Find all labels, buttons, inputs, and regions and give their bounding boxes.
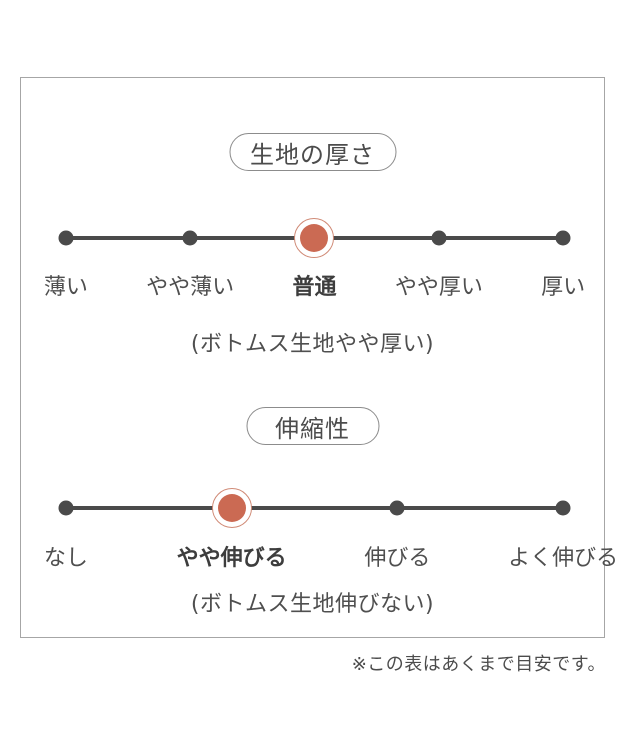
- scale-dot: [555, 500, 571, 516]
- scale-option-label: やや薄い: [146, 275, 235, 300]
- scale-dot: [58, 230, 74, 246]
- guide-box: 生地の厚さ 薄い やや薄い 普通 やや厚い 厚い (ボトムス生地やや厚い) 伸縮性 なし…: [20, 77, 618, 638]
- thickness-title: 生地の厚さ: [250, 140, 375, 169]
- thickness-labels: 薄い やや薄い 普通 やや厚い 厚い: [21, 78, 604, 637]
- stretch-caption: (ボトムス生地伸びない): [190, 592, 435, 617]
- stretch-title: 伸縮性: [275, 414, 350, 443]
- scale-dot: [431, 230, 447, 246]
- thickness-title-pill: 生地の厚さ: [229, 133, 396, 171]
- scale-option-label: 伸びる: [364, 546, 431, 571]
- scale-option-label: よく伸びる: [508, 546, 619, 571]
- thickness-caption: (ボトムス生地やや厚い): [190, 332, 435, 357]
- scale-option-label: 普通: [292, 275, 337, 300]
- scale-dot: [555, 230, 571, 246]
- scale-dot: [182, 230, 198, 246]
- scale-line: [65, 506, 564, 510]
- disclaimer-note: ※この表はあくまで目安です。: [351, 654, 606, 675]
- stretch-labels: なし やや伸びる 伸びる よく伸びる: [21, 78, 618, 637]
- scale-section-stretch: 伸縮性 なし やや伸びる 伸びる よく伸びる (ボトムス生地伸びない): [21, 78, 618, 637]
- scale-section-thickness: 生地の厚さ 薄い やや薄い 普通 やや厚い 厚い (ボトムス生地やや厚い): [21, 78, 604, 637]
- scale-dot: [58, 500, 74, 516]
- scale-option-label: なし: [43, 546, 88, 571]
- scale-option-label: 薄い: [43, 275, 88, 300]
- stretch-title-pill: 伸縮性: [246, 407, 379, 445]
- scale-option-label: 厚い: [541, 275, 586, 300]
- thickness-track: [21, 78, 604, 637]
- scale-option-label: やや伸びる: [176, 546, 287, 571]
- scale-dot: [389, 500, 405, 516]
- stretch-track: [21, 78, 604, 637]
- scale-option-label: やや厚い: [394, 275, 483, 300]
- selected-dot: [300, 224, 329, 252]
- selected-dot: [217, 494, 246, 522]
